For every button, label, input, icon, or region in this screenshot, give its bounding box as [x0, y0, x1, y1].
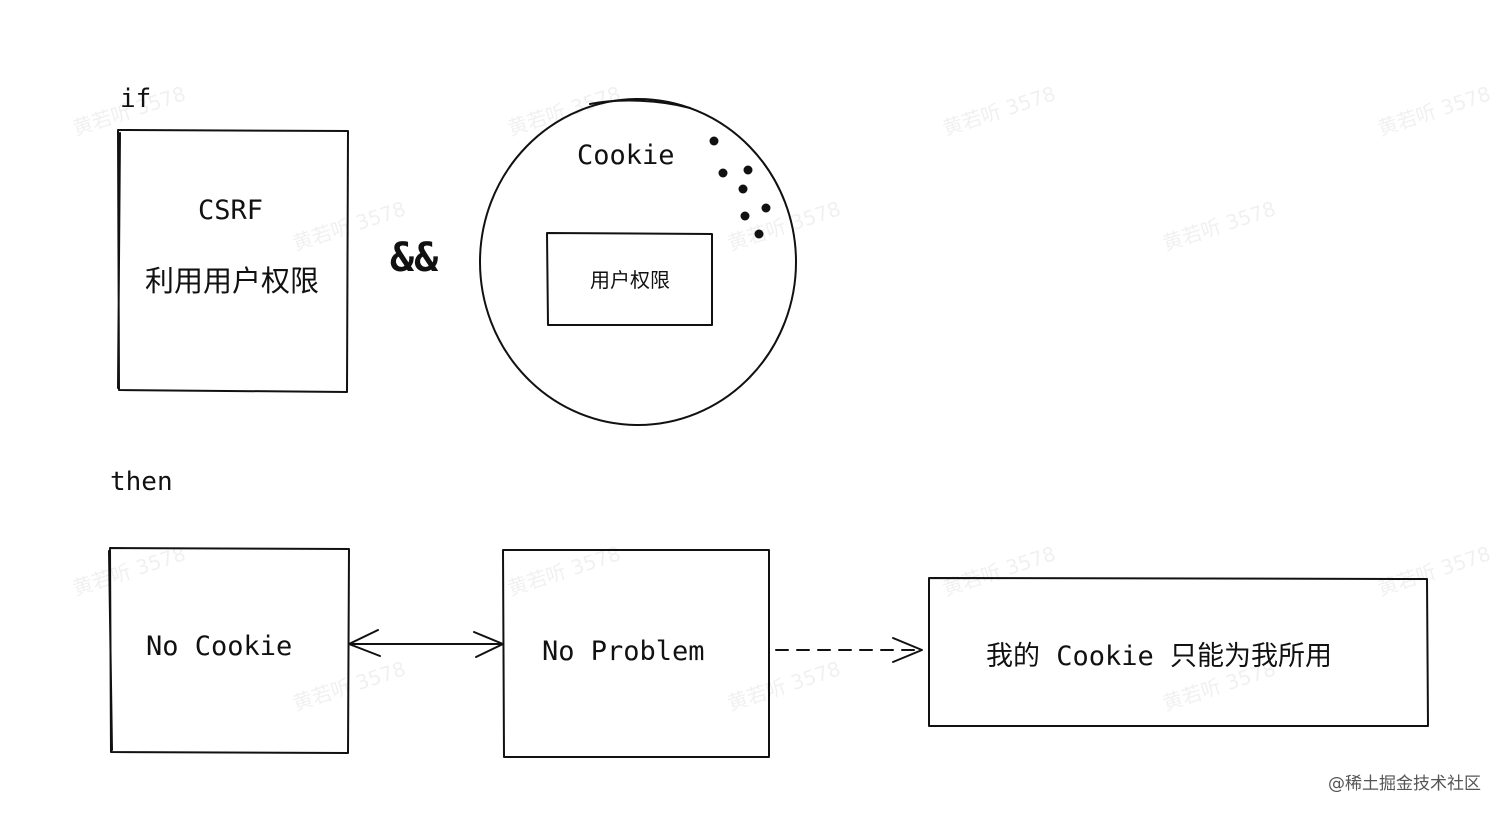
double-arrow	[348, 629, 504, 658]
and-operator: &&	[390, 235, 439, 281]
permission-label: 用户权限	[590, 268, 670, 292]
no-cookie-box	[108, 547, 350, 754]
credit-watermark: @稀土掘金技术社区	[1328, 774, 1481, 794]
permission-box	[546, 232, 713, 326]
cookie-title: Cookie	[577, 140, 675, 171]
then-label: then	[110, 467, 173, 497]
csrf-title: CSRF	[198, 195, 264, 226]
result-box	[928, 577, 1429, 727]
csrf-box	[117, 129, 349, 393]
if-label: if	[120, 84, 152, 114]
no-cookie-label: No Cookie	[146, 631, 293, 662]
cookie-circle	[479, 98, 797, 426]
result-label: 我的 Cookie 只能为我所用	[986, 641, 1333, 672]
cookie-crumbs	[709, 136, 771, 239]
csrf-subtitle: 利用用户权限	[145, 264, 320, 298]
no-problem-box	[502, 549, 770, 758]
no-problem-label: No Problem	[542, 636, 705, 667]
